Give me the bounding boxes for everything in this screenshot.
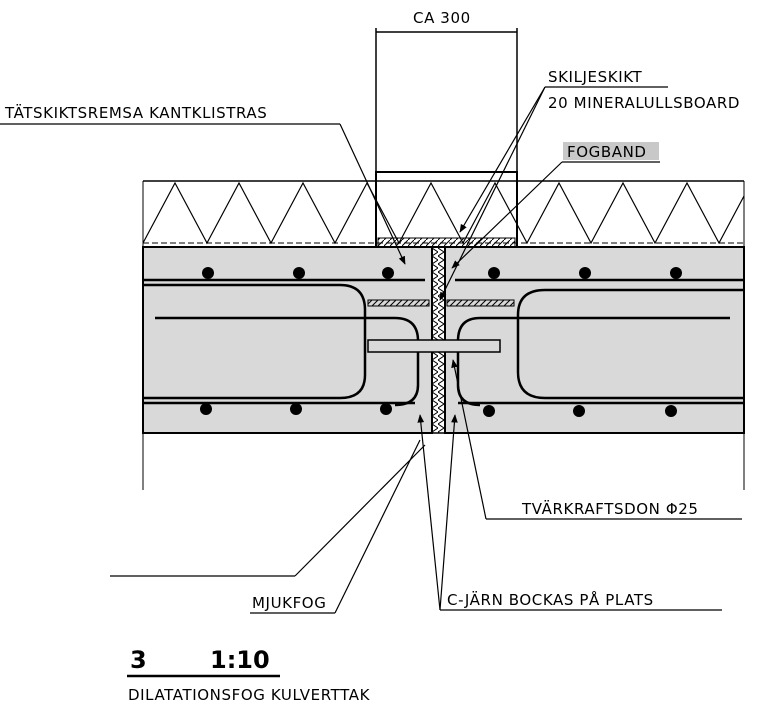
plate-left bbox=[367, 299, 430, 307]
dimension-label: CA 300 bbox=[413, 9, 471, 27]
fogband-box bbox=[375, 171, 518, 248]
label-tatskikt: TÄTSKIKTSREMSA KANTKLISTRAS bbox=[4, 103, 267, 122]
rebar-dots bbox=[200, 267, 682, 417]
label-mjukfog: MJUKFOG bbox=[252, 594, 326, 612]
fogband-strip bbox=[377, 237, 516, 248]
fogband-label-bg bbox=[563, 142, 659, 160]
dowel-bar bbox=[367, 339, 501, 353]
plate-right bbox=[446, 299, 515, 307]
leader-lines bbox=[0, 86, 742, 614]
detail-number: 3 bbox=[130, 646, 147, 674]
label-cjarn: C-JÄRN BOCKAS PÅ PLATS bbox=[447, 590, 654, 609]
label-skiljeskikt-2: 20 MINERALULLSBOARD bbox=[548, 94, 740, 112]
label-fogband: FOGBAND bbox=[567, 143, 647, 161]
label-skiljeskikt-1: SKILJESKIKT bbox=[548, 68, 642, 86]
label-tvarkraft: TVÄRKRAFTSDON Φ25 bbox=[521, 499, 699, 518]
dimension-line bbox=[375, 28, 518, 172]
detail-scale: 1:10 bbox=[210, 646, 270, 674]
detail-name: DILATATIONSFOG KULVERTTAK bbox=[128, 686, 371, 704]
